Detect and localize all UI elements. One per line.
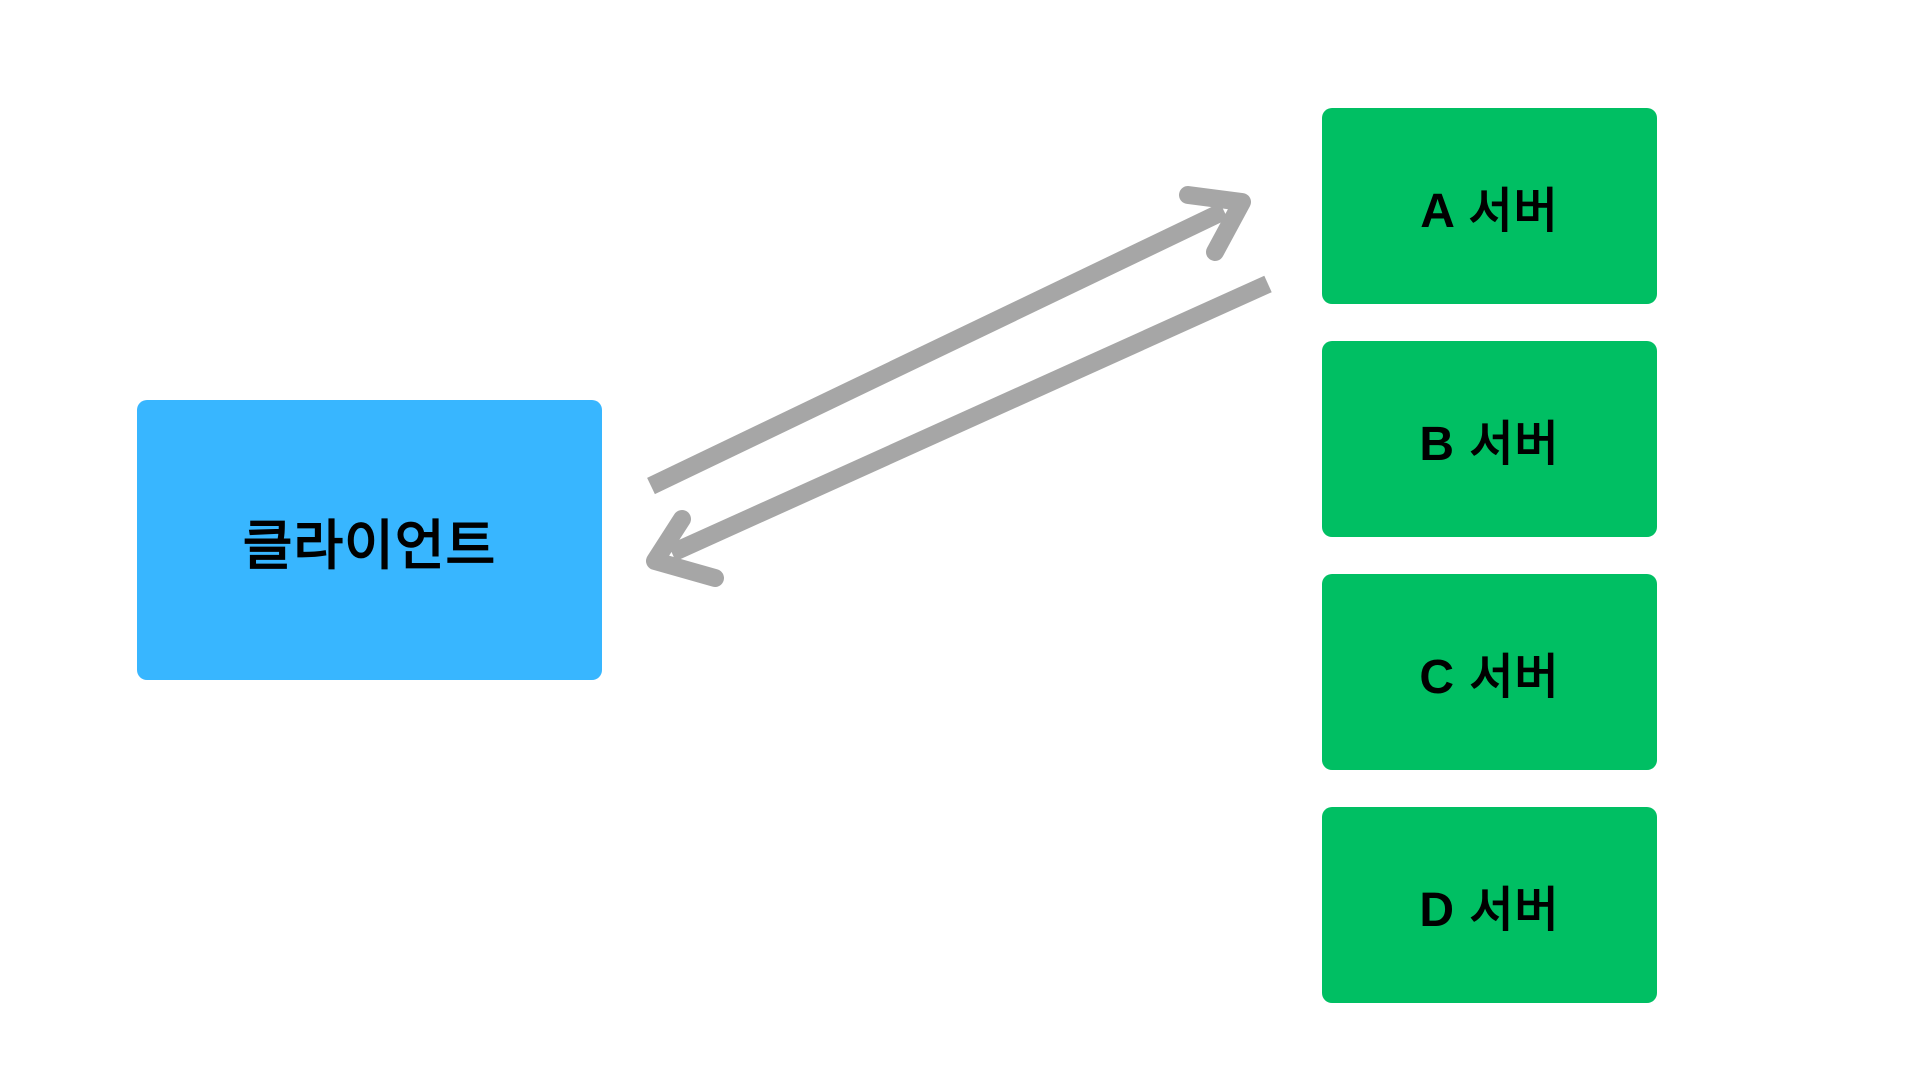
server-d-label: D 서버 [1419,884,1560,937]
server-node-c: C 서버 [1322,574,1657,770]
server-c-label: C 서버 [1419,651,1560,704]
client-node: 클라이언트 [137,400,602,680]
server-a-label: A 서버 [1420,185,1559,238]
client-label: 클라이언트 [242,515,497,576]
request-arrowhead-icon [1179,186,1251,261]
server-node-a: A 서버 [1322,108,1657,304]
response-arrowhead-icon [646,510,724,587]
request-arrow-shaft [647,202,1228,495]
response-arrow-shaft [668,275,1272,562]
server-node-b: B 서버 [1322,341,1657,537]
server-node-d: D 서버 [1322,807,1657,1003]
server-b-label: B 서버 [1419,418,1560,471]
request-response-arrows [646,186,1272,587]
